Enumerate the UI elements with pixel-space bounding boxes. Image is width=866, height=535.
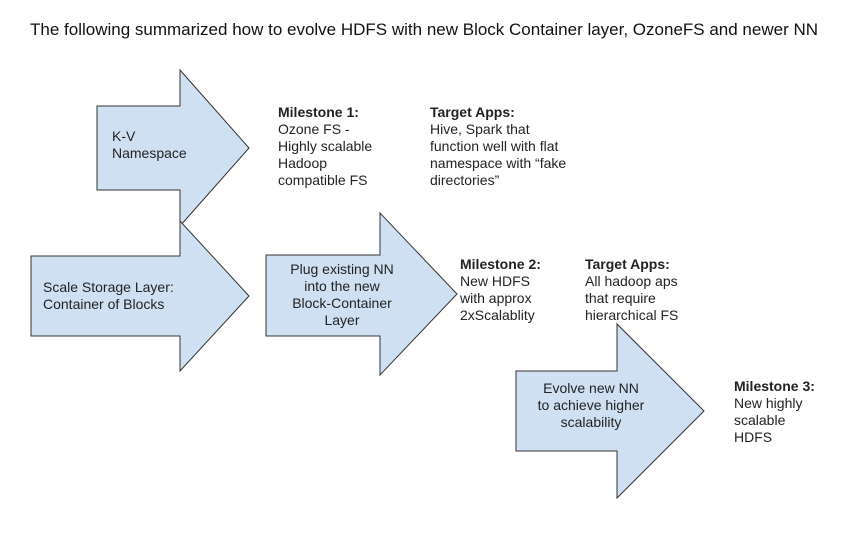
arrow-plug-existing-nn-label: Plug existing NN into the new Block-Cont… [272, 261, 412, 329]
label-line: Layer [324, 312, 360, 328]
target-apps-1-line: directories” [430, 172, 500, 188]
milestone-2-line: 2xScalablity [460, 307, 535, 323]
milestone-3-line: New highly [734, 395, 803, 411]
milestone-1: Milestone 1: Ozone FS - Highly scalable … [278, 104, 372, 189]
milestone-2-line: with approx [460, 290, 532, 306]
label-line: scalability [560, 414, 622, 430]
target-apps-2-line: All hadoop aps [585, 273, 678, 289]
label-line: Block-Container [292, 295, 392, 311]
intro-text: The following summarized how to evolve H… [30, 20, 819, 39]
arrow-scale-storage [30, 219, 250, 373]
milestone-3-line: HDFS [734, 429, 773, 445]
target-apps-2-line: that require [585, 290, 656, 306]
milestone-1-heading: Milestone 1: [278, 104, 359, 120]
milestone-1-line: compatible FS [278, 172, 368, 188]
arrow-evolve-new-nn-label: Evolve new NN to achieve higher scalabil… [516, 380, 666, 431]
label-line: Scale Storage Layer: [43, 279, 174, 295]
target-apps-2-heading: Target Apps: [585, 256, 670, 272]
label-line: Plug existing NN [290, 261, 394, 277]
milestone-1-line: Hadoop [278, 155, 328, 171]
arrow-scale-storage-label: Scale Storage Layer: Container of Blocks [43, 279, 203, 313]
milestone-1-line: Ozone FS - [278, 121, 350, 137]
label-line: K-V [112, 128, 136, 144]
milestone-2: Milestone 2: New HDFS with approx 2xScal… [460, 256, 541, 324]
arrow-plug-existing-nn [265, 211, 458, 377]
milestone-3-heading: Milestone 3: [734, 378, 815, 394]
arrow-kv-namespace-label: K-V Namespace [112, 128, 187, 162]
target-apps-1-line: function well with flat [430, 138, 559, 154]
target-apps-1-heading: Target Apps: [430, 104, 515, 120]
milestone-2-heading: Milestone 2: [460, 256, 541, 272]
label-line: Namespace [112, 145, 187, 161]
arrow-evolve-new-nn [515, 322, 705, 500]
label-line: to achieve higher [537, 397, 645, 413]
target-apps-2: Target Apps: All hadoop aps that require… [585, 256, 678, 324]
milestone-1-line: Highly scalable [278, 138, 373, 154]
label-line: into the new [304, 278, 380, 294]
label-line: Container of Blocks [43, 296, 165, 312]
milestone-3: Milestone 3: New highly scalable HDFS [734, 378, 815, 446]
arrow-kv-namespace [96, 68, 250, 228]
target-apps-1-line: Hive, Spark that [430, 121, 530, 137]
target-apps-1: Target Apps: Hive, Spark that function w… [430, 104, 566, 189]
label-line: Evolve new NN [543, 380, 639, 396]
milestone-3-line: scalable [734, 412, 786, 428]
target-apps-2-line: hierarchical FS [585, 307, 679, 323]
milestone-2-line: New HDFS [460, 273, 531, 289]
target-apps-1-line: namespace with “fake [430, 155, 567, 171]
